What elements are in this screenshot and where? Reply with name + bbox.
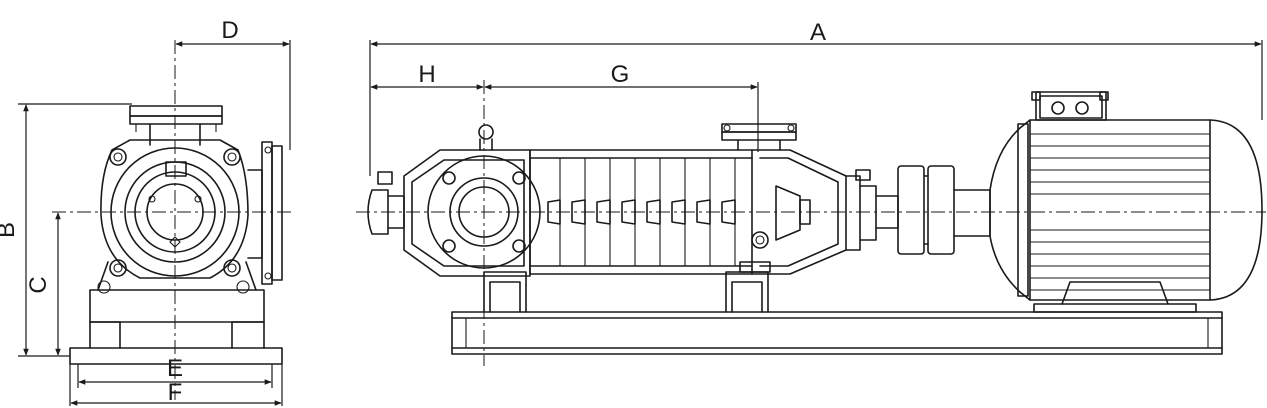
label-e: E (167, 355, 183, 382)
motor-cooling-fins (1030, 133, 1210, 291)
label-b: B (0, 222, 20, 238)
side-view (356, 80, 1266, 366)
end-view-foot-legs (89, 321, 265, 349)
label-c: C (25, 276, 52, 293)
end-view (52, 40, 295, 400)
end-view-dimensions (18, 40, 291, 406)
motor-support (1033, 281, 1197, 313)
side-view-dimensions (369, 40, 1263, 176)
dimension-labels: D A H G E F B C (0, 17, 826, 406)
end-view-suction-flange (247, 141, 283, 285)
label-h: H (418, 61, 435, 88)
label-f: F (168, 379, 183, 406)
end-view-casing (100, 139, 249, 279)
base-frame (451, 311, 1223, 355)
end-view-discharge-flange (129, 105, 223, 146)
label-d: D (221, 17, 238, 44)
pump-supports (483, 271, 769, 313)
label-g: G (611, 61, 630, 88)
motor (989, 91, 1263, 301)
impeller-hubs (547, 199, 736, 225)
label-a: A (810, 19, 826, 46)
pump-body (367, 123, 899, 277)
end-view-foot-supports (97, 261, 257, 291)
coupling (897, 165, 991, 255)
end-view-bolts (109, 148, 241, 277)
motor-terminal-box (1031, 91, 1109, 121)
motor-body (989, 119, 1263, 301)
discharge-casing (751, 149, 847, 275)
discharge-flange (721, 123, 797, 151)
end-view-foot-block (89, 289, 265, 323)
